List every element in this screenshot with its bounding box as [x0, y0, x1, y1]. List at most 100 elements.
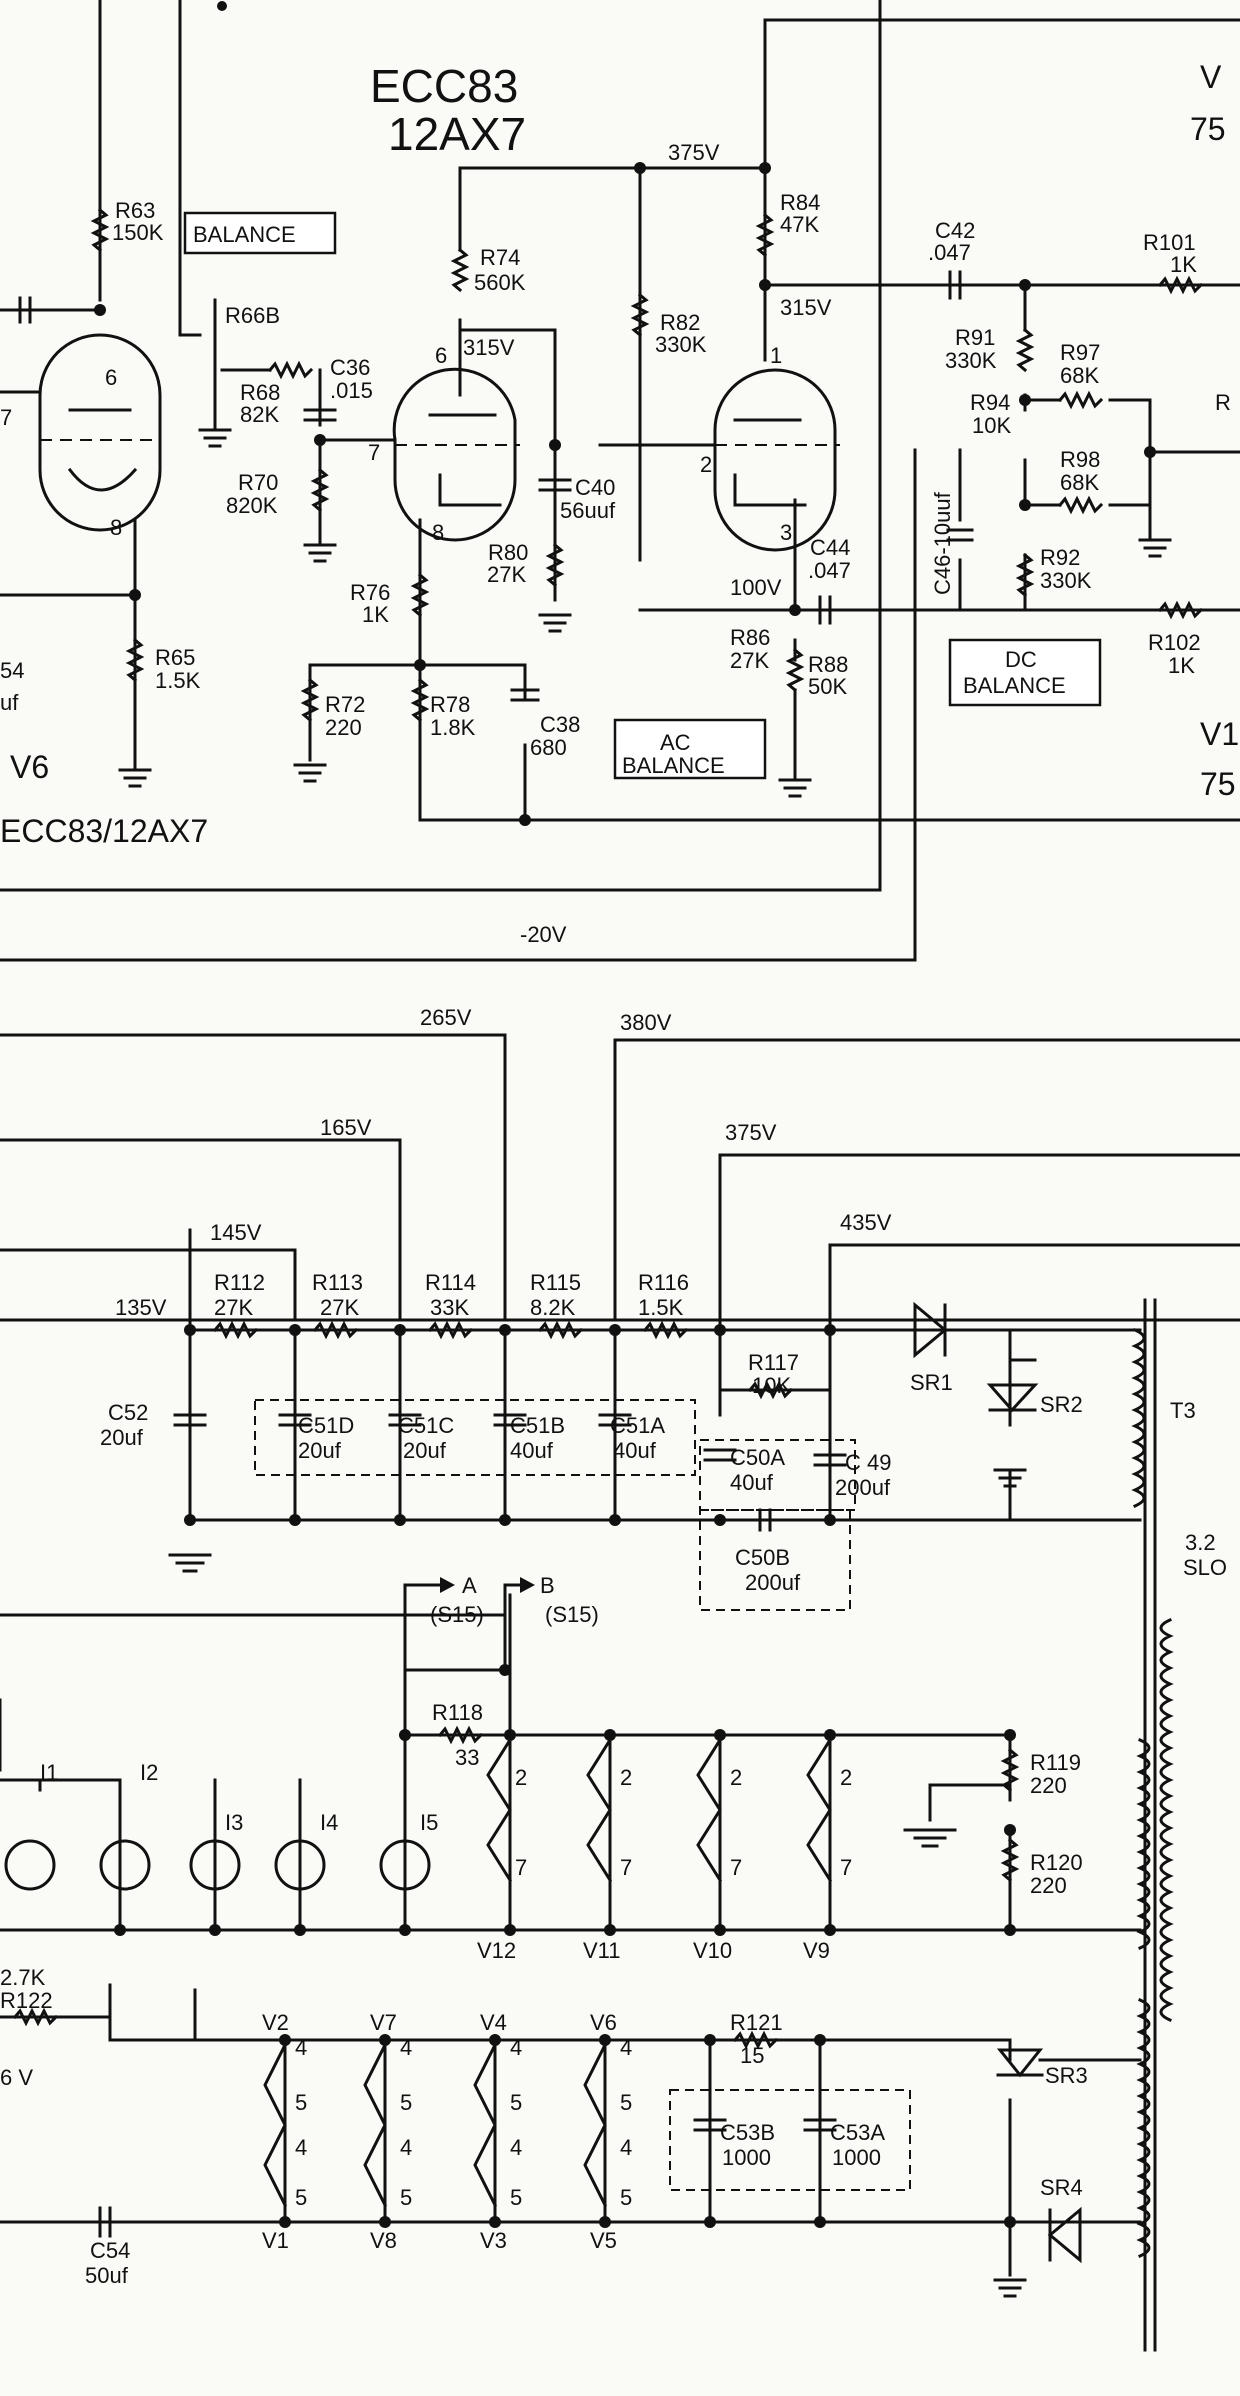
label-820k: 820K: [226, 493, 278, 518]
label-sr4: SR4: [1040, 2175, 1083, 2200]
label-r72: R72: [325, 692, 365, 717]
ground-symbols-bottom: [168, 1468, 1027, 2298]
label-r114: R114: [425, 1270, 476, 1295]
label-4: 4: [400, 2135, 412, 2160]
label-1000: 1000: [832, 2145, 881, 2170]
label-balance: BALANCE: [963, 673, 1066, 698]
label-r121: R121: [730, 2010, 783, 2035]
label-uf: uf: [0, 690, 19, 715]
label-r118: R118: [432, 1700, 483, 1725]
label-v6: V6: [590, 2010, 617, 2035]
label-v3: V3: [480, 2228, 507, 2253]
label-v12: V12: [477, 1938, 516, 1963]
label-sr1: SR1: [910, 1370, 953, 1395]
label-v7: V7: [370, 2010, 397, 2035]
dashed-enclosures: [254, 1399, 911, 2191]
label-ac: AC: [660, 730, 691, 755]
label-balance: BALANCE: [193, 222, 296, 247]
label-2: 2: [700, 452, 712, 477]
label-2-7k: 2.7K: [0, 1965, 46, 1990]
label-7: 7: [620, 1855, 632, 1880]
label-v11: V11: [583, 1938, 621, 1963]
label-2: 2: [620, 1765, 632, 1790]
label-54: 54: [0, 658, 24, 683]
label-4: 4: [295, 2135, 307, 2160]
label-r: R: [1215, 390, 1231, 415]
label-r115: R115: [530, 1270, 581, 1295]
label-220: 220: [1030, 1873, 1067, 1898]
label-dc: DC: [1005, 647, 1037, 672]
label-1: 1: [770, 343, 782, 368]
label-8: 8: [110, 515, 122, 540]
label-20uf: 20uf: [100, 1425, 144, 1450]
label-r94: R94: [970, 390, 1010, 415]
label-5: 5: [620, 2090, 632, 2115]
label-1k: 1K: [362, 602, 389, 627]
label-1k: 1K: [1170, 252, 1197, 277]
label-4: 4: [295, 2035, 307, 2060]
label-r113: R113: [312, 1270, 363, 1295]
label-047: .047: [928, 240, 971, 265]
label-5: 5: [510, 2090, 522, 2115]
capacitor-symbols-top: [18, 270, 974, 702]
label-c-49: C 49: [845, 1450, 891, 1475]
label-2: 2: [730, 1765, 742, 1790]
label-v9: V9: [803, 1938, 830, 1963]
label-5: 5: [620, 2185, 632, 2210]
label-50k: 50K: [808, 674, 847, 699]
label-c51b: C51B: [510, 1413, 565, 1438]
label-r119: R119: [1030, 1750, 1081, 1775]
label-3: 3: [780, 520, 792, 545]
label-27k: 27K: [214, 1295, 253, 1320]
label-68k: 68K: [1060, 363, 1099, 388]
label-i1: I1: [40, 1760, 58, 1785]
label-s15: (S15): [430, 1602, 484, 1627]
label-2: 2: [840, 1765, 852, 1790]
label-r70: R70: [238, 470, 278, 495]
label-r120: R120: [1030, 1850, 1083, 1875]
label-r74: R74: [480, 245, 520, 270]
label-c53b: C53B: [720, 2120, 775, 2145]
label-r84: R84: [780, 190, 820, 215]
label-c51a: C51A: [610, 1413, 665, 1438]
label-c38: C38: [540, 712, 580, 737]
label-375v: 375V: [725, 1120, 777, 1145]
label-200uf: 200uf: [835, 1475, 891, 1500]
tube-v13b-symbol: [713, 368, 840, 552]
label-33k: 33K: [430, 1295, 469, 1320]
label-ecc83: ECC83: [370, 60, 518, 112]
label-5: 5: [295, 2185, 307, 2210]
label-40uf: 40uf: [730, 1470, 774, 1495]
label-20uf: 20uf: [298, 1438, 342, 1463]
label-220: 220: [1030, 1773, 1067, 1798]
label-7: 7: [840, 1855, 852, 1880]
label-r101: R101: [1143, 230, 1196, 255]
label-i4: I4: [320, 1810, 338, 1835]
label-r92: R92: [1040, 545, 1080, 570]
label-sr3: SR3: [1045, 2063, 1088, 2088]
label-3-2: 3.2: [1185, 1530, 1216, 1555]
pilot-lamp-symbols: [4, 1839, 431, 1891]
label-i5: I5: [420, 1810, 438, 1835]
label-200uf: 200uf: [745, 1570, 801, 1595]
label-c44: C44: [810, 535, 850, 560]
label-1000: 1000: [722, 2145, 771, 2170]
label-v4: V4: [480, 2010, 507, 2035]
switch-arrows: [403, 1577, 535, 1737]
label-v: V: [1200, 59, 1222, 95]
label-c52: C52: [108, 1400, 148, 1425]
label-r117: R117: [748, 1350, 799, 1375]
label-s15: (S15): [545, 1602, 599, 1627]
label-27k: 27K: [487, 562, 526, 587]
label-265v: 265V: [420, 1005, 472, 1030]
label-380v: 380V: [620, 1010, 672, 1035]
resistor-symbols-bottom: [12, 1320, 1020, 2050]
label-7: 7: [0, 405, 12, 430]
label-7: 7: [368, 440, 380, 465]
label-i3: I3: [225, 1810, 243, 1835]
label-165v: 165V: [320, 1115, 372, 1140]
label-75: 75: [1200, 766, 1236, 802]
label-330k: 330K: [945, 348, 997, 373]
label-c51c: C51C: [398, 1413, 454, 1438]
label-135v: 135V: [115, 1295, 167, 1320]
